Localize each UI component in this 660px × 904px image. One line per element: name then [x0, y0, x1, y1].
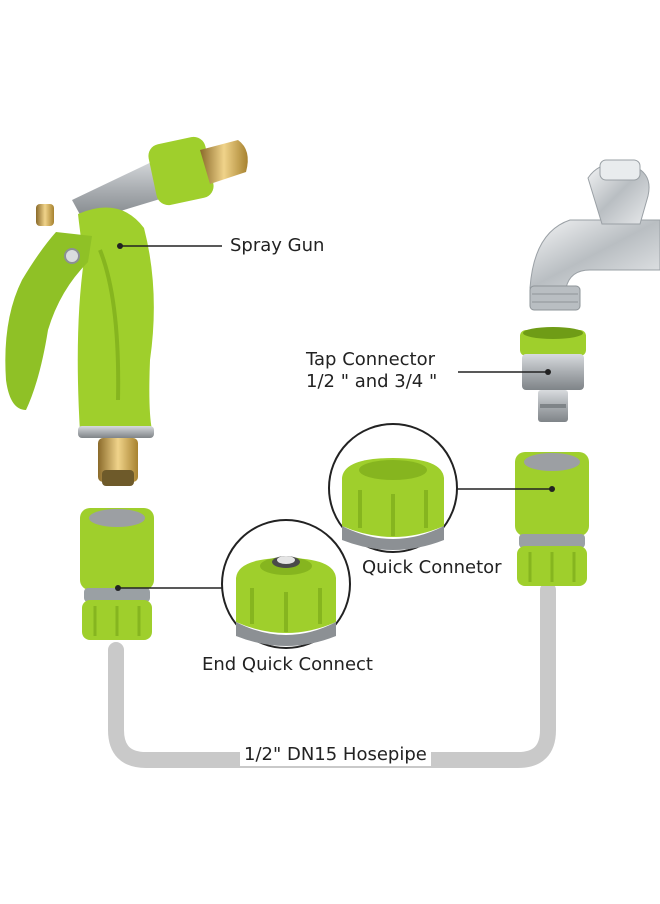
tap-connector-label-line2: 1/2 " and 3/4 " [306, 371, 438, 392]
tap-connector-label: Tap Connector 1/2 " and 3/4 " [306, 349, 437, 393]
tap-connector-label-line1: Tap Connector [306, 349, 436, 370]
end-quick-connect-label: End Quick Connect [202, 654, 373, 675]
end-quick-connect-image [80, 508, 154, 640]
quick-connector-callout [328, 423, 458, 553]
tap-image [529, 159, 660, 311]
hosepipe-label: 1/2" DN15 Hosepipe [240, 744, 431, 766]
quick-connector-label: Quick Connetor [362, 557, 502, 578]
tap-connector-image [520, 327, 586, 422]
end-quick-connect-callout [221, 519, 351, 649]
spray-gun-label: Spray Gun [230, 235, 325, 256]
spray-gun-image [5, 136, 248, 486]
quick-connector-image [515, 452, 589, 586]
